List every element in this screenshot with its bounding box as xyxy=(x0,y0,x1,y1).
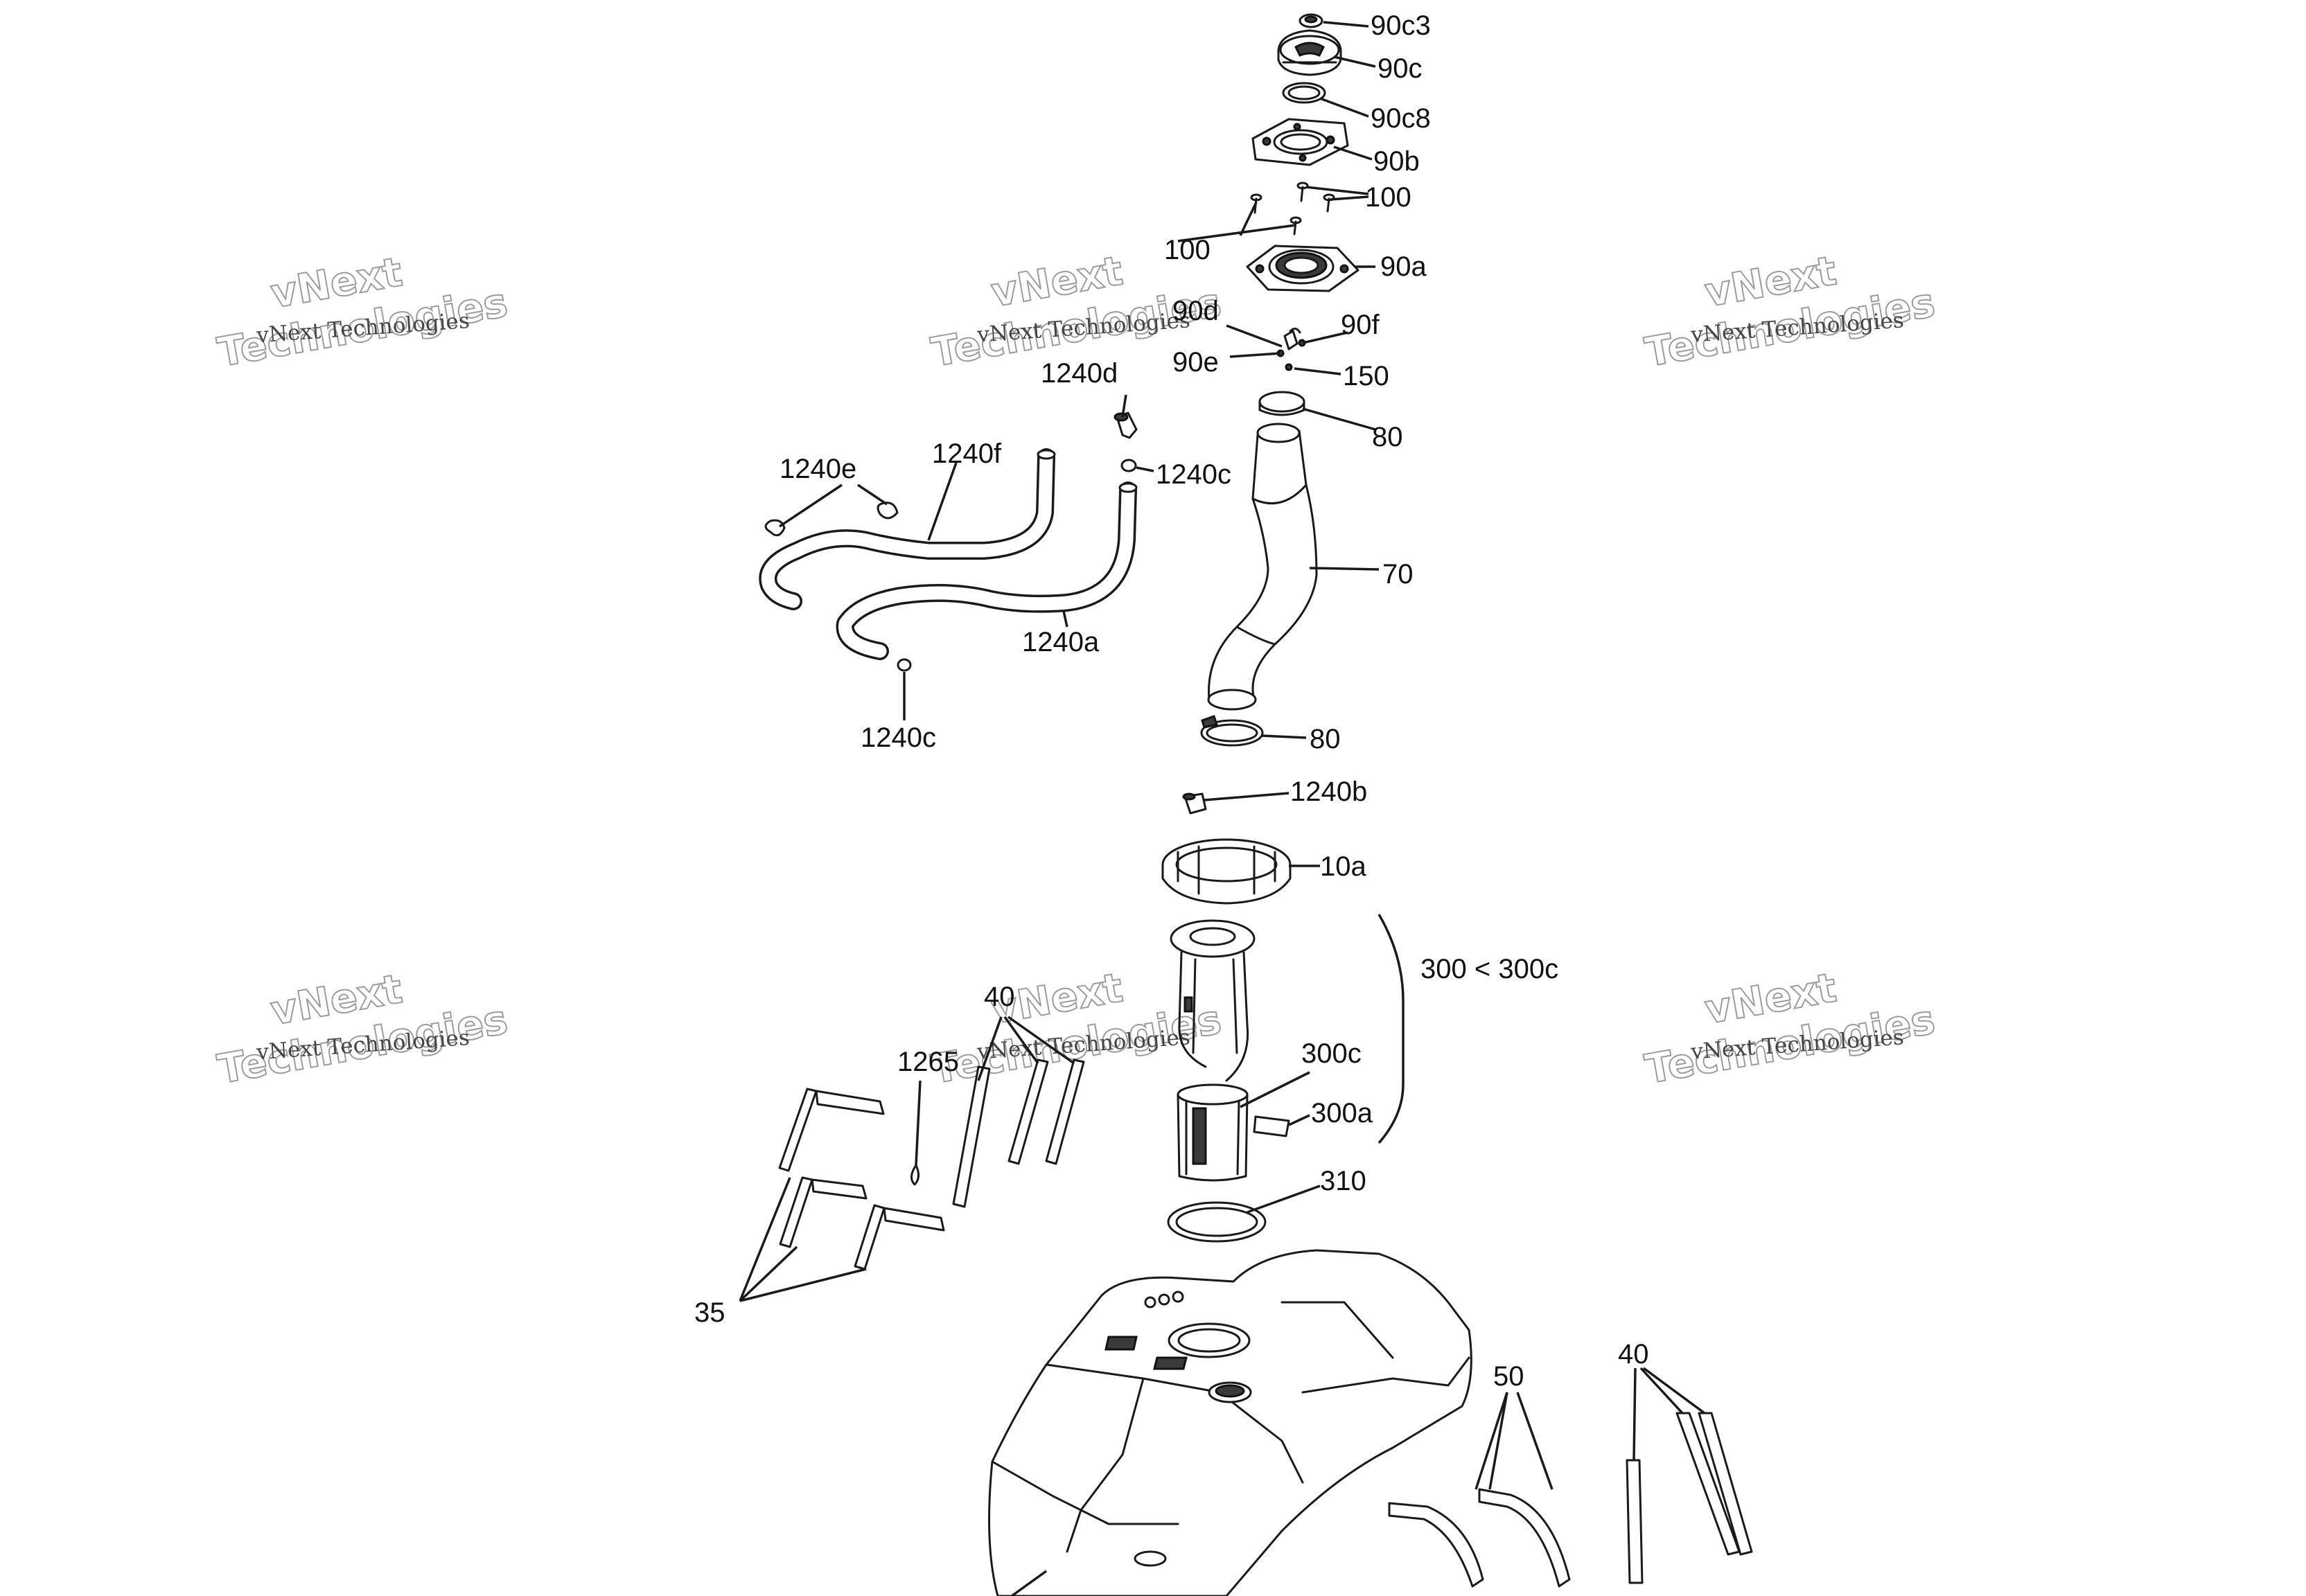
part-300-fuel-pump-module[interactable] xyxy=(1170,919,1256,1082)
callout-35: 35 xyxy=(694,1297,725,1328)
watermark-top-right: vNext Technologies vNext Technologies xyxy=(1641,246,1939,376)
part-1240a-vent-hose[interactable] xyxy=(836,481,1138,660)
callout-10a: 10a xyxy=(1320,851,1366,882)
callout-1240a: 1240a xyxy=(1022,627,1100,657)
callout-90a: 90a xyxy=(1380,251,1427,282)
part-80-clamp-bottom[interactable] xyxy=(1200,715,1264,747)
callout-80-bottom: 80 xyxy=(1310,724,1341,754)
part-1240e-hose-clips[interactable] xyxy=(764,502,899,537)
part-90b-cap-flange[interactable] xyxy=(1251,118,1349,166)
callout-1240b: 1240b xyxy=(1290,777,1367,807)
part-90c8-o-ring[interactable] xyxy=(1282,82,1326,104)
group-bracket-300 xyxy=(1378,914,1405,1144)
part-310-seal-ring[interactable] xyxy=(1167,1201,1267,1243)
callout-90e: 90e xyxy=(1172,347,1219,378)
callout-1240c-upper: 1240c xyxy=(1156,459,1231,490)
part-90c3-cap-insert[interactable] xyxy=(1299,13,1323,28)
watermark-mid-left: vNext Technologies vNext Technologies xyxy=(213,964,511,1094)
part-1265-clip[interactable] xyxy=(910,1164,919,1186)
callout-90c3: 90c3 xyxy=(1371,10,1431,41)
part-80-clamp-top[interactable] xyxy=(1258,391,1305,416)
callout-80-top: 80 xyxy=(1372,422,1403,452)
leader-lines xyxy=(739,21,1706,1596)
callout-90b: 90b xyxy=(1373,146,1420,177)
callout-90c: 90c xyxy=(1378,53,1423,84)
part-10a-lock-ring[interactable] xyxy=(1161,838,1292,905)
part-50-straps-right[interactable] xyxy=(1388,1488,1571,1588)
callout-70: 70 xyxy=(1382,559,1414,589)
callout-50: 50 xyxy=(1493,1361,1524,1392)
callout-1240c-lower: 1240c xyxy=(861,722,936,753)
callout-310: 310 xyxy=(1320,1166,1366,1196)
callout-1240d: 1240d xyxy=(1041,358,1118,389)
part-1240d-vent-valve[interactable] xyxy=(1114,411,1138,439)
callout-90d: 90d xyxy=(1172,296,1219,326)
part-1240c-lower-clamp[interactable] xyxy=(897,658,912,672)
part-35-tank-straps-left[interactable] xyxy=(778,1088,945,1270)
part-300a-level-sensor[interactable] xyxy=(1253,1115,1290,1137)
part-40-straps-right[interactable] xyxy=(1626,1412,1753,1584)
callout-1265: 1265 xyxy=(897,1047,959,1077)
callout-300-group: 300 < 300c xyxy=(1420,954,1558,984)
part-90c-filler-cap[interactable] xyxy=(1277,29,1342,76)
part-90d-90e-90f-150-valve-clips[interactable] xyxy=(1276,328,1306,371)
callout-300c: 300c xyxy=(1301,1038,1362,1069)
watermark-mid-right: vNext Technologies vNext Technologies xyxy=(1641,963,1939,1093)
part-70-filler-hose[interactable] xyxy=(1207,423,1318,711)
part-40-straps-left[interactable] xyxy=(952,1058,1085,1208)
callout-100-left: 100 xyxy=(1164,235,1211,265)
callout-100-right: 100 xyxy=(1365,182,1411,213)
callout-90c8: 90c8 xyxy=(1371,103,1431,134)
callout-1240e: 1240e xyxy=(780,454,856,484)
part-1240b-vent-fitting[interactable] xyxy=(1182,792,1207,815)
part-1240c-upper-clamp[interactable] xyxy=(1120,459,1137,472)
part-90a-filler-neck-base[interactable] xyxy=(1246,245,1359,292)
callout-40-left: 40 xyxy=(984,982,1015,1012)
part-1240f-vent-hose[interactable] xyxy=(759,448,1056,610)
callout-90f: 90f xyxy=(1341,310,1380,340)
watermark-top-left: vNext Technologies vNext Technologies xyxy=(213,247,511,377)
callout-1240f: 1240f xyxy=(932,438,1002,469)
part-fuel-tank[interactable] xyxy=(988,1249,1472,1596)
part-300c-pump-filter-body[interactable] xyxy=(1177,1083,1249,1182)
callout-150: 150 xyxy=(1343,361,1389,391)
callout-40-right: 40 xyxy=(1618,1339,1649,1369)
callout-300a: 300a xyxy=(1311,1098,1373,1128)
